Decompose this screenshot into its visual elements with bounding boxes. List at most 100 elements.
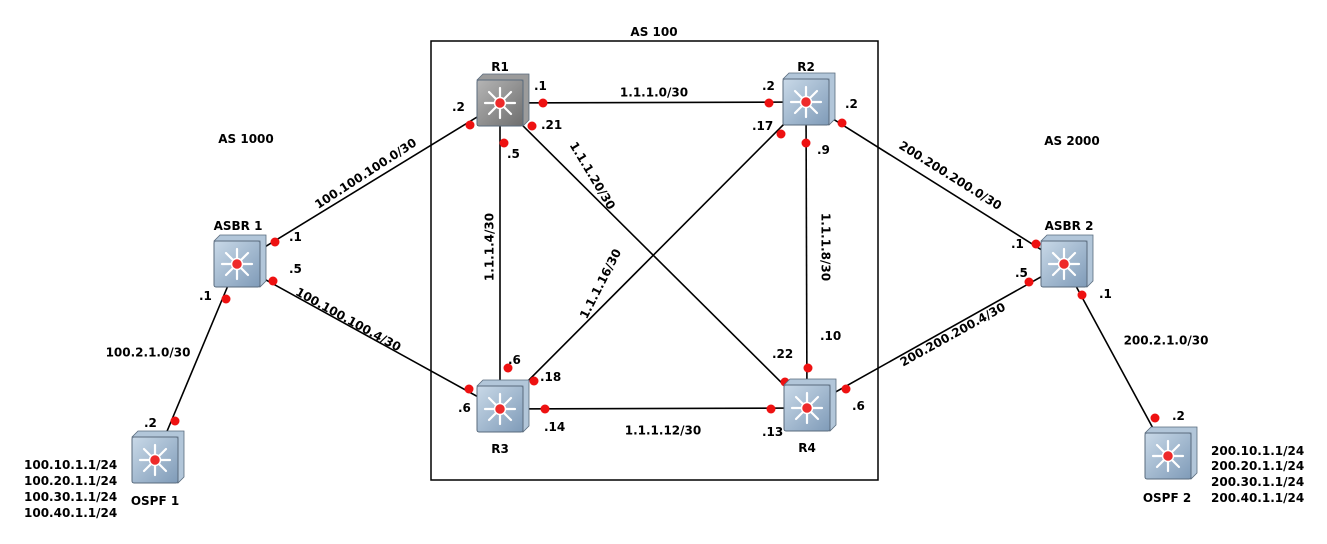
link-r2-asbr2 [805, 101, 1065, 265]
interface-ip-label: .2 [1172, 409, 1185, 423]
interface-ip-label: .2 [762, 79, 775, 93]
ospf1-network: 100.20.1.1/24 [24, 474, 117, 488]
interface-ip-label: .21 [541, 118, 562, 132]
interface-ip-label: .5 [1015, 266, 1028, 280]
port-dot [841, 384, 851, 394]
subnet-label: 1.1.1.12/30 [625, 424, 702, 438]
interface-ip-label: .1 [1099, 287, 1112, 301]
node-label: ASBR 1 [214, 219, 263, 233]
node-asbr1[interactable] [212, 234, 267, 289]
node-r3[interactable] [475, 379, 530, 434]
subnet-label: 200.200.200.4/30 [898, 300, 1008, 370]
subnet-label: 1.1.1.4/30 [483, 213, 497, 281]
interface-ip-label: .2 [144, 416, 157, 430]
links-layer [154, 101, 1169, 461]
node-ospf1[interactable] [130, 430, 185, 485]
as100-boundary [430, 40, 879, 481]
link-r3-r4 [499, 407, 808, 410]
interface-ip-label: .6 [508, 353, 521, 367]
link-asbr1-r1 [236, 102, 501, 265]
subnet-label: 1.1.1.20/30 [567, 139, 618, 212]
subnet-label: 1.1.1.16/30 [577, 247, 624, 322]
port-dot [464, 384, 474, 394]
interface-ip-label: .22 [772, 347, 793, 361]
as1000-label: AS 1000 [218, 132, 274, 146]
port-dot [499, 138, 509, 148]
ospf2-networks: 200.10.1.1/24 200.20.1.1/24 200.30.1.1/2… [1211, 444, 1304, 505]
port-dot [529, 376, 539, 386]
port-dot [764, 98, 774, 108]
node-r2[interactable] [781, 72, 836, 127]
interface-ip-label: .6 [852, 399, 865, 413]
port-dot [803, 363, 813, 373]
link-r1-r2 [499, 101, 807, 104]
interface-ip-label: .1 [1011, 237, 1024, 251]
port-dot [1031, 239, 1041, 249]
port-dot [538, 98, 548, 108]
interface-ip-label: .1 [289, 230, 302, 244]
port-dot [1077, 290, 1087, 300]
port-dot [465, 120, 475, 130]
ospf2-network: 200.10.1.1/24 [1211, 444, 1304, 458]
link-r4-asbr2 [806, 263, 1065, 409]
subnet-label: 100.100.100.4/30 [293, 285, 403, 355]
node-r4[interactable] [782, 378, 837, 433]
link-asbr1-r3 [236, 263, 501, 410]
interface-ip-label: .6 [458, 401, 471, 415]
node-label: OSPF 1 [131, 494, 179, 508]
nodes-layer [130, 72, 1198, 485]
port-dot [503, 363, 513, 373]
ospf2-network: 200.20.1.1/24 [1211, 459, 1304, 473]
port-dot [221, 294, 231, 304]
interface-ip-label: .1 [534, 79, 547, 93]
interface-ip-label: .18 [540, 370, 561, 384]
ports-layer [170, 98, 1160, 426]
port-dot [1024, 277, 1034, 287]
interface-ip-label: .5 [289, 262, 302, 276]
node-label: OSPF 2 [1143, 491, 1191, 505]
ospf2-network: 200.40.1.1/24 [1211, 491, 1304, 505]
ospf1-network: 100.30.1.1/24 [24, 490, 117, 504]
port-dot [766, 404, 776, 414]
ospf1-network: 100.40.1.1/24 [24, 506, 117, 520]
subnet-label: 1.1.1.0/30 [620, 86, 688, 100]
port-dot [837, 118, 847, 128]
interface-ip-label: .2 [845, 97, 858, 111]
port-dot [776, 129, 786, 139]
port-dot [540, 404, 550, 414]
interface-ip-label: .5 [507, 147, 520, 161]
interface-ip-label: .14 [544, 420, 565, 434]
node-label: R2 [797, 60, 815, 74]
node-asbr2[interactable] [1039, 234, 1094, 289]
as100-label: AS 100 [630, 25, 677, 39]
port-dot [268, 276, 278, 286]
node-label: R3 [491, 442, 509, 456]
link-r1-r4 [499, 102, 808, 409]
node-ospf2[interactable] [1143, 426, 1198, 481]
subnet-label: 1.1.1.8/30 [819, 213, 833, 281]
node-label: ASBR 2 [1045, 219, 1094, 233]
port-dot [270, 237, 280, 247]
port-dot [527, 121, 537, 131]
interface-ip-label: .10 [820, 329, 841, 343]
node-label: R1 [491, 60, 509, 74]
link-r2-r4 [805, 101, 808, 409]
as2000-label: AS 2000 [1044, 134, 1100, 148]
subnet-label: 100.100.100.0/30 [312, 136, 419, 212]
subnet-label: 200.2.1.0/30 [1124, 334, 1209, 348]
interface-ip-label: .13 [762, 425, 783, 439]
port-dot [1150, 413, 1160, 423]
node-r1[interactable] [475, 73, 530, 128]
port-dot [170, 416, 180, 426]
interface-ip-label: .9 [817, 143, 830, 157]
interface-ip-label: .2 [452, 100, 465, 114]
subnet-label: 100.2.1.0/30 [106, 346, 191, 360]
ospf2-network: 200.30.1.1/24 [1211, 475, 1304, 489]
interface-ip-label: .17 [752, 119, 773, 133]
ospf1-networks: 100.10.1.1/24 100.20.1.1/24 100.30.1.1/2… [24, 458, 117, 520]
subnet-label: 200.200.200.0/30 [896, 138, 1004, 213]
port-dot [801, 138, 811, 148]
node-label: R4 [798, 441, 816, 455]
interface-ip-label: .1 [199, 289, 212, 303]
